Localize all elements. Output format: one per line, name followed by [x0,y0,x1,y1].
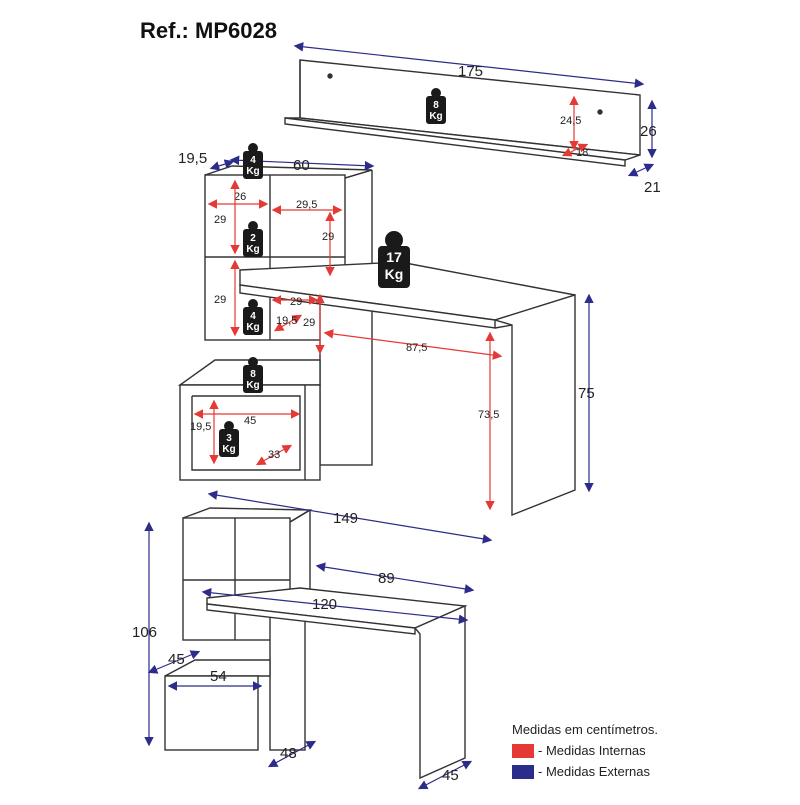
shelf-inner-depth-label: 18 [576,147,588,159]
shelf-weight-unit: Kg [429,111,442,122]
middle-dims: 60 19,5 26 29,5 29 29 29 29 19,5 29 87,5… [178,150,595,511]
drawer-inner-depth: 33 [268,449,280,461]
drawer-width-label: 54 [210,668,227,685]
legend-internal-row: - Medidas Internas [512,743,658,758]
drawer-weight-value: 3 [226,433,232,444]
hutch-top-weight-value: 4 [250,155,256,166]
legend-external-row: - Medidas Externas [512,764,658,779]
cell-mid-weight-unit: Kg [246,322,259,333]
shelf-weight-value: 8 [433,100,439,111]
weight-tag-desk: 17 Kg [378,231,410,288]
overall-assembly [164,507,468,780]
legend-internal-label: - Medidas Internas [538,743,646,758]
weight-tag-drawer-top: 8 Kg [243,357,263,393]
hutch-side-depth-label: 19,5 [178,150,207,167]
drawer-inner-width: 45 [244,415,256,427]
overall-dims: 149 89 120 106 45 54 48 45 [132,490,493,790]
weight-tag-drawer: 3 Kg [219,421,239,457]
cell-top-right-height: 29 [322,231,334,243]
shelf-inner-height-label: 24,5 [560,115,581,127]
cell-mid-depth: 19,5 [276,315,297,327]
legend-caption: Medidas em centímetros. [512,722,658,737]
total-height-label: 106 [132,624,157,641]
weight-tag-cell-mid: 4 Kg [243,299,263,335]
desk-height-label: 75 [578,385,595,402]
desk-weight-unit: Kg [385,266,404,282]
legend-external-swatch [512,764,534,779]
cell-mid-weight-value: 4 [250,311,256,322]
legend-external-label: - Medidas Externas [538,764,650,779]
total-length-label: 149 [333,510,358,527]
desk-inner-length: 87,5 [406,342,427,354]
drawer-top-weight-value: 8 [250,369,256,380]
desk-weight-value: 17 [386,249,402,265]
hutch-width-label: 60 [293,157,310,174]
cell-mid-left-height: 29 [214,294,226,306]
weight-tag-hutch-top: 4 Kg [243,143,263,179]
drawer-weight-unit: Kg [222,444,235,455]
weight-tag-cell-top: 2 Kg [243,221,263,257]
weight-tag-shelf: 8 Kg [426,88,446,124]
desk-inner-height: 73,5 [478,409,499,421]
base-width-label: 48 [280,745,297,762]
desk-return-label: 89 [378,570,395,587]
base-depth-label: 45 [168,651,185,668]
legend: Medidas em centímetros. - Medidas Intern… [512,722,658,779]
shelf-dims: 175 26 21 24,5 18 [293,42,661,196]
hutch-top-weight-unit: Kg [246,166,259,177]
cell-top-left-height: 29 [214,214,226,226]
shelf-depth-label: 21 [644,179,661,196]
cell-mid-right-height: 29 [303,317,315,329]
reference-title: Ref.: MP6028 [140,18,277,43]
hutch-and-desk [177,165,576,517]
desk-length-label: 120 [312,596,337,613]
desk-depth-label: 45 [442,767,459,784]
cell-top-weight-unit: Kg [246,244,259,255]
cell-top-weight-value: 2 [250,233,256,244]
cell-top-right-width: 29,5 [296,199,317,211]
cell-top-left-width: 26 [234,191,246,203]
shelf-length-label: 175 [458,63,483,80]
drawer-top-weight-unit: Kg [246,380,259,391]
legend-internal-swatch [512,743,534,758]
cell-mid-right-width: 29 [290,296,302,308]
drawer-inner-height: 19,5 [190,421,211,433]
shelf-height-label: 26 [640,123,657,140]
